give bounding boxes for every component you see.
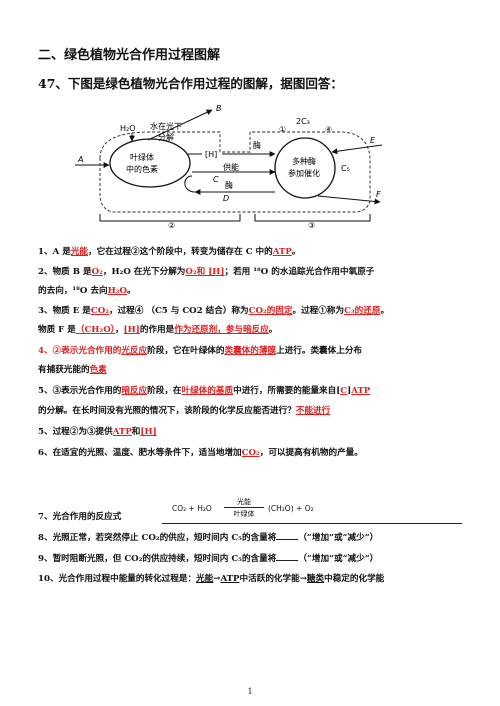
equation-left: CO₂ + H₂O [172, 504, 212, 513]
question-5b: 5、过程②为③提供ATP和[H] [38, 427, 157, 437]
label-enzymes-1: 多种酶 [292, 156, 316, 166]
label-c5: C₅ [341, 164, 350, 173]
loop-left [184, 175, 196, 193]
label-circle-1: ① [279, 125, 286, 134]
label-enzyme-top: 酶 [253, 140, 261, 150]
question-title: 47、下图是绿色植物光合作用过程的图解，据图回答： [38, 76, 343, 91]
question-6: 6、在适宜的光照、温度、肥水等条件下，适当地增加CO₂，可以提高有机物的产量。 [38, 448, 363, 458]
arrow-f [317, 195, 381, 205]
label-h: [H] [205, 150, 217, 159]
question-5-line-2: 的分解。在长时间没有光照的情况下，该阶段的化学反应能否进行？不能进行 [38, 406, 331, 416]
equation-top: 光能 [237, 498, 251, 506]
label-d: D [223, 194, 229, 203]
label-supply: 供能 [223, 162, 239, 172]
label-circle-2: ② [168, 221, 175, 230]
label-a: A [77, 155, 83, 164]
brace-3 [254, 214, 371, 222]
equation-arrow [224, 507, 264, 508]
page-number: 1 [247, 687, 253, 696]
label-water-split-2: 分解 [158, 132, 174, 142]
question-8: 8、光照正常，若突然停止 CO₂的供应，短时间内 C₅的含量将（“增加”或“减少… [38, 530, 378, 544]
calvin-cycle-circle [274, 137, 336, 199]
arrow-e [331, 144, 383, 155]
label-chlorophyll-1: 叶绿体 [130, 152, 154, 162]
question-9: 9、暂时阻断光照，但 CO₂的供应持续，短时间内 C₅的含量将（“增加”或“减少… [38, 551, 378, 565]
section-title: 二、绿色植物光合作用过程图解 [38, 48, 221, 63]
label-e: E [370, 136, 376, 145]
answer-blank-9[interactable] [276, 551, 299, 561]
question-3-line-2: 物质 F 是（CH₂O），[H]的作用是作为还原剂，参与暗反应。 [38, 325, 278, 335]
question-1: 1、A 是光能，它在过程②这个阶段中，转变为储存在 C 中的ATP。 [38, 247, 301, 257]
label-chlorophyll-2: 中的色素 [126, 164, 158, 174]
label-c: C [213, 175, 219, 184]
question-2-line-2: 的去向，¹⁸O 去向H₂O。 [38, 286, 136, 296]
label-water-split-1: 水在光下 [150, 121, 182, 131]
equation-bottom: 叶绿体 [233, 510, 255, 518]
pigment-ellipse [109, 138, 191, 188]
answer-blank-8[interactable] [276, 530, 299, 540]
label-enzymes-2: 参加催化 [288, 168, 320, 178]
brace-2 [99, 214, 241, 222]
question-3: 3、物质 E 是CO₂，过程④ （C5 与 CO2 结合）称为CO₂的固定。过程… [38, 306, 390, 316]
photosynthesis-diagram: A H₂O 水在光下 分解 B [H] 酶 叶绿体 中的色素 C 供能 酶 D … [75, 104, 383, 230]
label-enzyme-bottom: 酶 [225, 180, 233, 190]
label-f: F [376, 190, 381, 199]
question-4: 4、②表示光合作用的光反应阶段，它在叶绿体的类囊体的薄膜上进行。类囊体上分布 [38, 346, 363, 356]
label-2c3: 2C₃ [296, 117, 310, 126]
question-4-line-2: 有捕获光能的色素 [38, 365, 107, 375]
equation-line: CO₂ + H₂O 光能 叶绿体 (CH₂O) + O₂ [162, 497, 462, 524]
label-circle-3: ③ [308, 221, 315, 230]
label-h2o: H₂O [120, 124, 136, 133]
equation-right: (CH₂O) + O₂ [268, 504, 314, 513]
question-10: 10、光合作用过程中能量的转化过程是：光能→ATP中活跃的化学能→糖类中稳定的化… [38, 574, 385, 584]
arrow-b [147, 109, 213, 141]
question-5: 5、③表示光合作用的暗反应阶段，在叶绿体的基质中进行，所需要的能量来自[C]AT… [38, 386, 371, 396]
label-b: B [216, 104, 222, 113]
question-2: 2、物质 B 是O₂，H₂O 在光下分解为O₂和 [H]；若用 ¹⁸O 的水追踪… [38, 267, 375, 277]
question-7: 7、光合作用的反应式 [38, 512, 122, 522]
label-circle-4: ④ [325, 125, 332, 134]
